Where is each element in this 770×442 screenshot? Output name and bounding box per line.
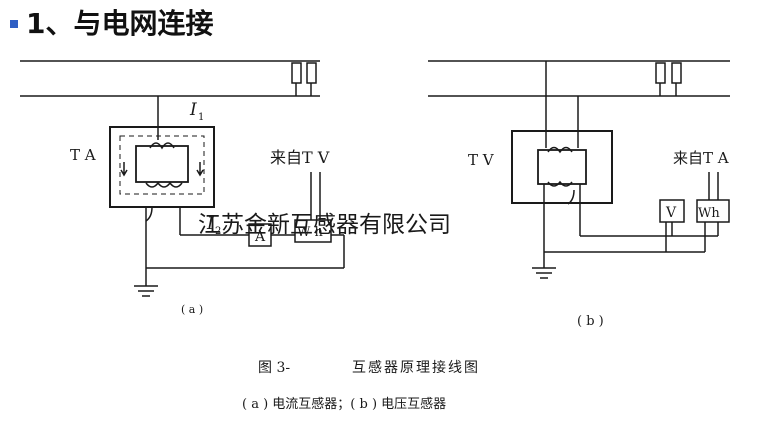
diagram-b — [428, 60, 730, 279]
ta-label: T A — [70, 146, 96, 164]
ct-flux-path — [119, 135, 205, 195]
current-i2-label: I — [206, 214, 214, 234]
from-tv-label: 来自T V — [270, 148, 330, 167]
watermark-text: 江苏金新互感器有限公司 — [198, 212, 451, 238]
panel-a-label: ( a ) — [181, 303, 203, 316]
vt-core-window — [537, 149, 587, 185]
load-element-b1 — [655, 62, 666, 84]
ct-core-window — [135, 145, 189, 183]
from-ta-label: 来自T A — [673, 149, 729, 167]
slide-title: 1、与电网连接 — [26, 7, 214, 40]
panel-b-label: ( b ) — [577, 314, 604, 329]
ct-core-outer — [109, 126, 215, 208]
load-element-b2 — [671, 62, 682, 84]
current-i1-subscript: 1 — [198, 112, 204, 123]
current-i1-label: I — [189, 100, 197, 120]
voltmeter-label: V — [665, 205, 677, 221]
current-i2-subscript: 2 — [215, 226, 221, 237]
flux-arrow-left — [120, 162, 128, 177]
ammeter-label: A — [254, 229, 266, 245]
diagram-a — [20, 60, 345, 297]
slide-heading: 1、与电网连接 — [10, 2, 213, 42]
load-element-a1 — [291, 62, 302, 84]
load-element-a2 — [306, 62, 317, 84]
wh-meter-a-box — [294, 219, 332, 243]
tv-label: T V — [468, 151, 495, 169]
wh-meter-b-label: Wh — [698, 206, 720, 221]
vt-primary-winding — [547, 146, 573, 154]
figure-title: 互感器原理接线图 — [352, 359, 480, 376]
wh-meter-b-box — [696, 199, 730, 223]
vt-secondary-winding — [547, 180, 573, 187]
wh-meter-a-label: W h — [297, 225, 323, 240]
ct-secondary-winding — [145, 181, 183, 188]
bullet-square-icon — [10, 20, 18, 28]
vt-core-outer — [511, 130, 613, 204]
figure-subtitle: ( a ) 电流互感器；( b ) 电压互感器 — [242, 396, 446, 412]
figure-number: 图 3- — [258, 360, 290, 376]
flux-arrow-right — [196, 162, 204, 177]
ct-primary-winding — [149, 142, 175, 150]
